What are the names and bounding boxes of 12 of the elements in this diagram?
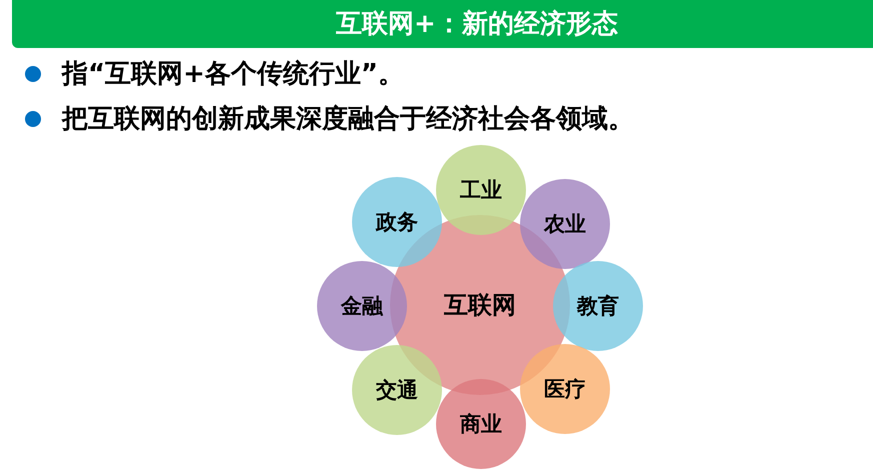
circle-label: 金融 bbox=[341, 293, 383, 320]
circle-label: 政务 bbox=[376, 209, 418, 236]
circle-label: 农业 bbox=[544, 211, 586, 238]
circle-label: 教育 bbox=[577, 293, 619, 320]
circle-label: 交通 bbox=[376, 377, 418, 404]
center-label: 互联网 bbox=[444, 290, 516, 321]
circle-label: 工业 bbox=[460, 177, 502, 204]
bullet-text: 指“互联网+各个传统行业”。 bbox=[62, 58, 404, 90]
title: 互联网+：新的经济形态 bbox=[336, 8, 618, 40]
circle-label: 商业 bbox=[460, 411, 502, 438]
bullet-text: 把互联网的创新成果深度融合于经济社会各领域。 bbox=[62, 103, 634, 135]
circle-label: 医疗 bbox=[544, 376, 586, 403]
